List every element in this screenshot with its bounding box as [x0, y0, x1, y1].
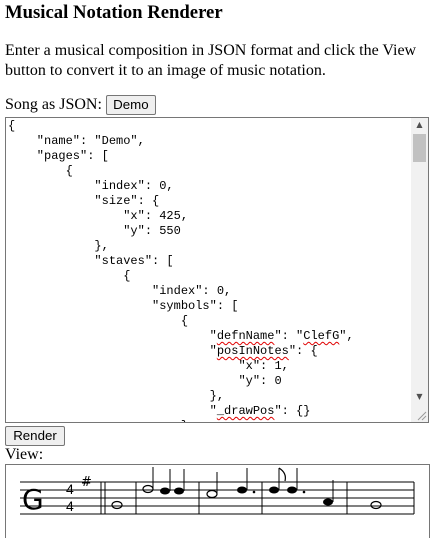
augmentation-dot	[302, 490, 306, 494]
spellcheck-word: _drawPos	[216, 404, 275, 418]
code-fragment: "	[8, 404, 217, 418]
time-signature-bottom: 4	[66, 498, 74, 514]
note-whole	[370, 500, 382, 510]
intro-text: Enter a musical composition in JSON form…	[5, 42, 417, 79]
key-signature-sharp: #	[81, 475, 92, 490]
note-half	[142, 484, 154, 494]
code-line: "y": 0	[8, 374, 282, 388]
code-line: {	[8, 314, 189, 328]
code-line: },	[8, 239, 109, 253]
note-quarter	[174, 487, 184, 495]
code-line: {	[8, 269, 131, 283]
scroll-down-arrow-icon[interactable]: ▼	[416, 392, 423, 401]
code-line: {	[8, 119, 16, 133]
code-line: "staves": [	[8, 254, 174, 268]
music-staff-image: G 4 4 #	[20, 467, 415, 516]
song-json-textarea[interactable]: { "name": "Demo", "pages": [ { "index": …	[5, 117, 429, 423]
spellcheck-word: defnName	[216, 329, 275, 343]
resize-grip-icon[interactable]	[415, 409, 427, 421]
note-quarter	[323, 498, 333, 506]
clef-symbol: G	[22, 483, 44, 516]
code-line: "symbols": [	[8, 299, 239, 313]
code-fragment: ": {}	[274, 404, 311, 418]
notation-view: G 4 4 #	[5, 464, 430, 538]
code-line: "size": {	[8, 194, 160, 208]
code-line: "posInNotes": {	[8, 344, 408, 359]
code-fragment: "	[8, 344, 217, 358]
scroll-thumb[interactable]	[413, 134, 426, 162]
render-button[interactable]: Render	[5, 426, 65, 446]
code-line: "_drawPos": {}	[8, 404, 408, 419]
code-line: "name": "Demo",	[8, 134, 145, 148]
code-line: "defnName": "ClefG",	[8, 329, 408, 344]
staff-lines	[20, 481, 414, 515]
spellcheck-word: posInNotes	[216, 344, 289, 358]
note-eighth	[269, 486, 279, 494]
code-fragment: ": "	[274, 329, 304, 343]
note-whole	[111, 500, 123, 510]
code-line: {	[8, 164, 73, 178]
textarea-scrollbar[interactable]: ▲ ▼	[411, 118, 428, 422]
song-json-label: Song as JSON:	[5, 96, 102, 113]
code-line: "index": 0,	[8, 179, 174, 193]
code-fragment: "	[8, 329, 217, 343]
demo-button[interactable]: Demo	[105, 95, 156, 115]
page-title: Musical Notation Renderer	[5, 2, 223, 23]
code-line: "x": 1,	[8, 359, 289, 373]
code-fragment: ",	[339, 329, 354, 343]
song-input-header: Song as JSON: Demo	[5, 94, 156, 116]
song-json-text[interactable]: { "name": "Demo", "pages": [ { "index": …	[8, 119, 408, 422]
note-quarter	[160, 487, 170, 495]
time-signature-top: 4	[66, 481, 74, 497]
code-line: },	[8, 419, 408, 422]
start-double-barline	[100, 482, 106, 514]
code-line: },	[8, 389, 225, 403]
scroll-up-arrow-icon[interactable]: ▲	[416, 120, 423, 129]
note-flag	[278, 467, 286, 482]
note-dotted-quarter	[287, 486, 297, 494]
augmentation-dot	[252, 490, 256, 494]
spellcheck-word: ClefG	[303, 329, 340, 343]
code-line: "pages": [	[8, 149, 109, 163]
code-line: "index": 0,	[8, 284, 232, 298]
note-dotted-quarter	[237, 486, 247, 494]
view-label: View:	[5, 446, 44, 463]
note-half	[206, 489, 218, 499]
code-line: "x": 425,	[8, 209, 189, 223]
code-fragment: ": {	[288, 344, 318, 358]
code-line: "y": 550	[8, 224, 181, 238]
